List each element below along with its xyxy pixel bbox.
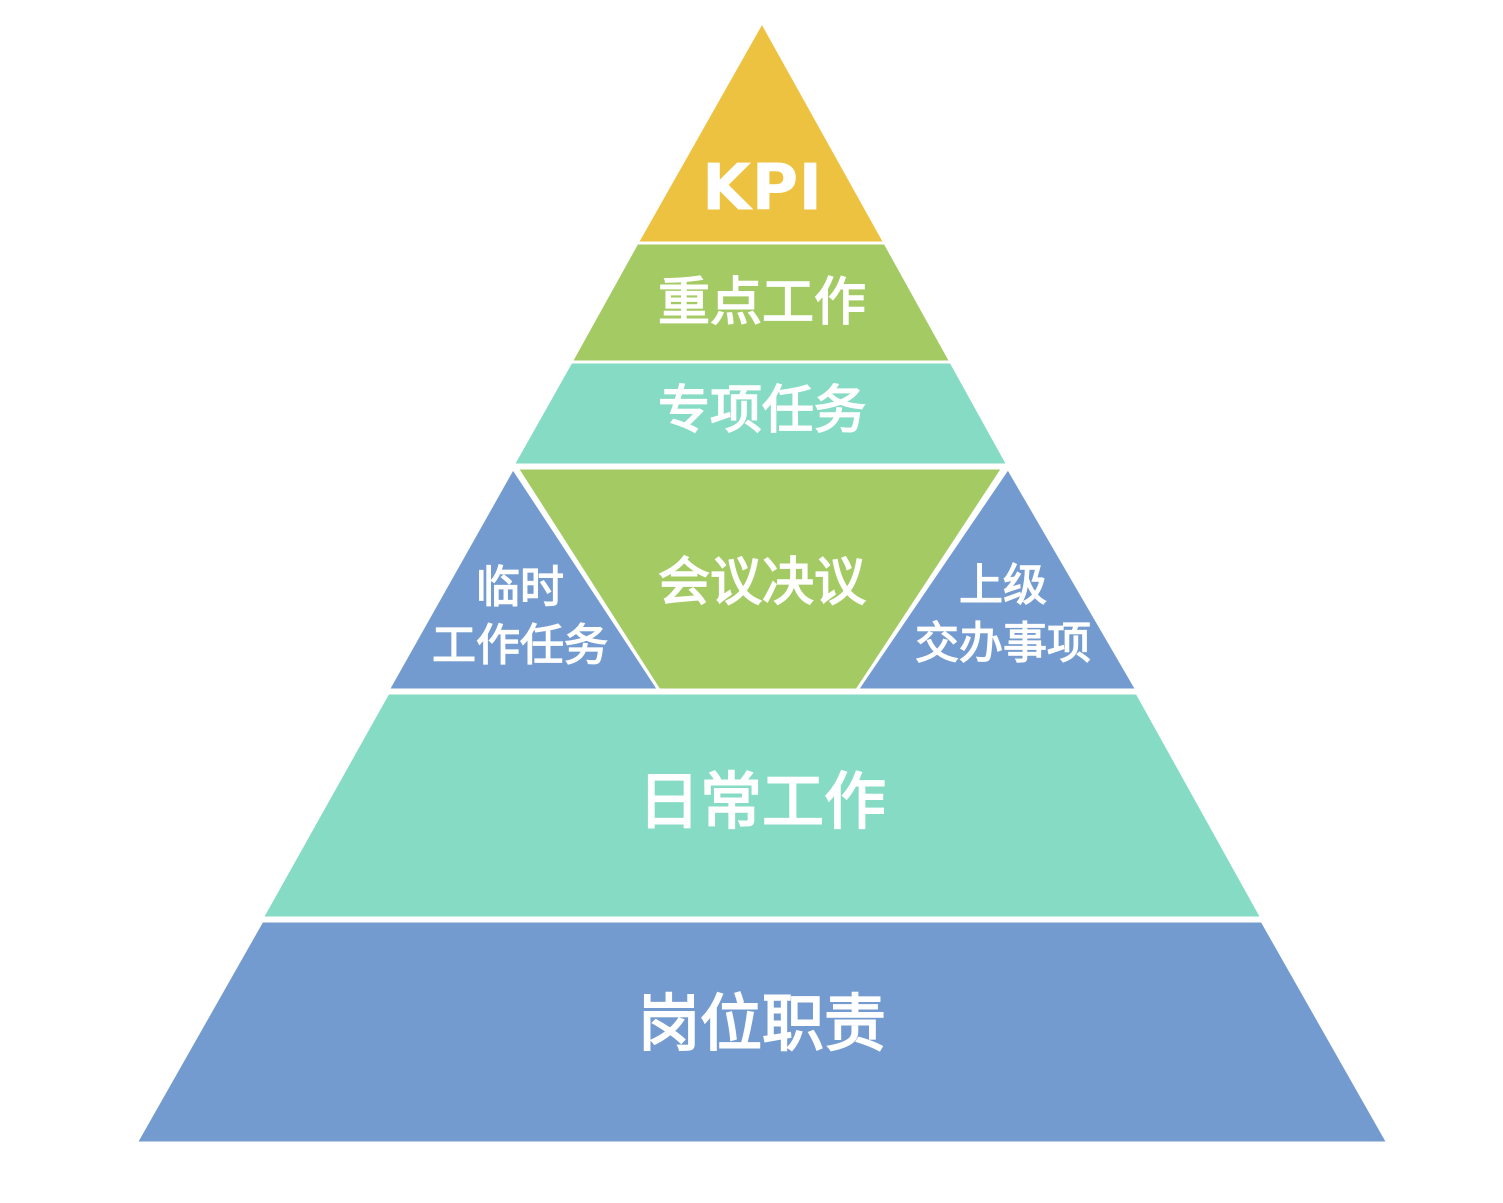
meeting-resolutions-label: 会议决议: [658, 553, 867, 613]
superior-assigned-label-line2: 交办事项: [915, 618, 1091, 669]
key-work-label: 重点工作: [658, 273, 866, 333]
pyramid-layer-superior-assigned: [854, 465, 1140, 692]
pyramid-layer-job-responsibilities: [133, 919, 1391, 1145]
temporary-tasks-label-line2: 工作任务: [432, 620, 608, 671]
job-responsibilities-label: 岗位职责: [638, 987, 886, 1060]
pyramid-layer-temporary-tasks: [385, 465, 662, 692]
superior-assigned-label-line1: 上级: [959, 560, 1047, 611]
daily-work-label: 日常工作: [638, 765, 886, 838]
kpi-label: KPI: [702, 152, 822, 226]
temporary-tasks-label-line1: 临时: [476, 562, 564, 613]
pyramid-layer-special-tasks: [510, 360, 1011, 467]
pyramid-layer-daily-work: [259, 691, 1265, 920]
special-tasks-label: 专项任务: [658, 381, 866, 441]
